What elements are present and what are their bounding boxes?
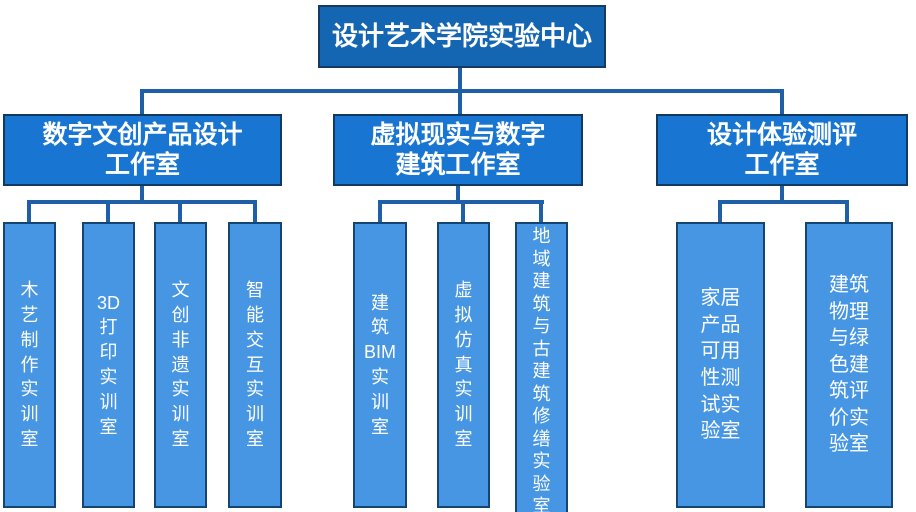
lab-box-home-product-usability: 家居 产品 可用 性测 试实 验室 bbox=[676, 222, 765, 508]
lab-box-building-physics-green-evaluation: 建筑 物理 与绿 色建 筑评 价实 验室 bbox=[805, 222, 893, 508]
lab-label: 地 域 建 筑 与 古 建 筑 修 缮 实 验 室 bbox=[532, 226, 551, 512]
lab-box-woodcraft: 木 艺 制 作 实 训 室 bbox=[3, 222, 56, 508]
lab-label: 木 艺 制 作 实 训 室 bbox=[20, 280, 39, 450]
connector-drop-lab-4 bbox=[253, 200, 257, 224]
connector-studio3-stub bbox=[780, 184, 784, 202]
lab-label: 建筑 物理 与绿 色建 筑评 价实 验室 bbox=[829, 273, 869, 456]
studio-box-vr-digital-architecture: 虚拟现实与数字 建筑工作室 bbox=[333, 114, 583, 186]
root-label: 设计艺术学院实验中心 bbox=[331, 21, 592, 52]
lab-box-regional-ancient-architecture: 地 域 建 筑 与 古 建 筑 修 缮 实 验 室 bbox=[515, 222, 568, 512]
lab-box-cultural-heritage: 文 创 非 遗 实 训 室 bbox=[154, 222, 207, 508]
lab-box-intelligent-interaction: 智 能 交 互 实 训 室 bbox=[228, 222, 282, 508]
connector-drop-lab-9 bbox=[845, 200, 849, 224]
lab-label: 虚 拟 仿 真 实 训 室 bbox=[454, 280, 473, 450]
studio-box-design-experience-evaluation: 设计体验测评 工作室 bbox=[656, 114, 908, 186]
connector-drop-studio-3 bbox=[780, 89, 784, 116]
lab-box-building-bim: 建 筑 BIM 实 训 室 bbox=[353, 222, 407, 508]
studio-label: 虚拟现实与数字 建筑工作室 bbox=[370, 120, 546, 180]
connector-drop-lab-8 bbox=[718, 200, 722, 224]
connector-drop-lab-2 bbox=[106, 200, 110, 224]
connector-studio1-stub bbox=[140, 184, 144, 202]
connector-drop-lab-7 bbox=[539, 200, 543, 224]
studio-label: 数字文创产品设计 工作室 bbox=[42, 120, 243, 180]
lab-label: 建 筑 BIM 实 训 室 bbox=[363, 292, 396, 437]
root-box: 设计艺术学院实验中心 bbox=[318, 5, 606, 68]
connector-drop-lab-5 bbox=[378, 200, 382, 224]
connector-root-horizontal bbox=[140, 89, 784, 93]
lab-label: 3D 打 印 实 训 室 bbox=[96, 292, 120, 437]
studio-label: 设计体验测评 工作室 bbox=[706, 120, 857, 180]
connector-drop-lab-1 bbox=[27, 200, 31, 224]
lab-box-virtual-simulation: 虚 拟 仿 真 实 训 室 bbox=[437, 222, 490, 508]
lab-label: 智 能 交 互 实 训 室 bbox=[246, 280, 264, 450]
lab-label: 文 创 非 遗 实 训 室 bbox=[171, 280, 190, 450]
lab-label: 家居 产品 可用 性测 试实 验室 bbox=[700, 287, 741, 443]
connector-drop-studio-1 bbox=[140, 89, 144, 116]
studio-box-digital-cultural-design: 数字文创产品设计 工作室 bbox=[3, 114, 282, 186]
connector-drop-lab-6 bbox=[461, 200, 465, 224]
connector-drop-lab-3 bbox=[178, 200, 182, 224]
connector-studio3-horizontal bbox=[718, 200, 849, 204]
connector-studio2-stub bbox=[456, 184, 460, 202]
lab-box-3d-printing: 3D 打 印 实 训 室 bbox=[82, 222, 135, 508]
connector-studio1-horizontal bbox=[27, 200, 257, 204]
